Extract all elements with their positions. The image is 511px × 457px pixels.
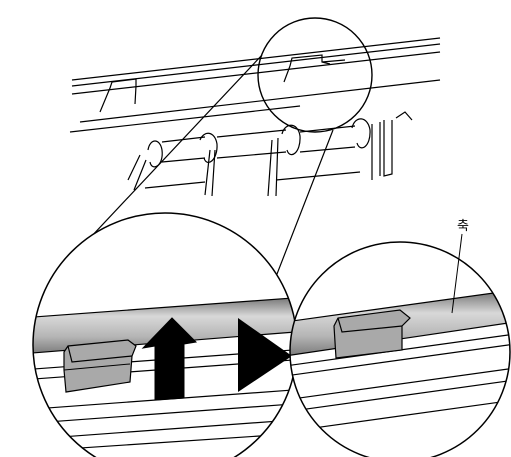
right-arrow-icon	[238, 318, 292, 392]
detail-after	[289, 241, 511, 457]
zoom-source-circle	[257, 17, 373, 133]
overview-drawing	[69, 37, 441, 197]
shaft-callout-leader	[451, 233, 463, 314]
detail-before	[32, 212, 298, 457]
up-arrow-icon	[141, 317, 198, 401]
shaft-label: 축	[457, 219, 469, 234]
